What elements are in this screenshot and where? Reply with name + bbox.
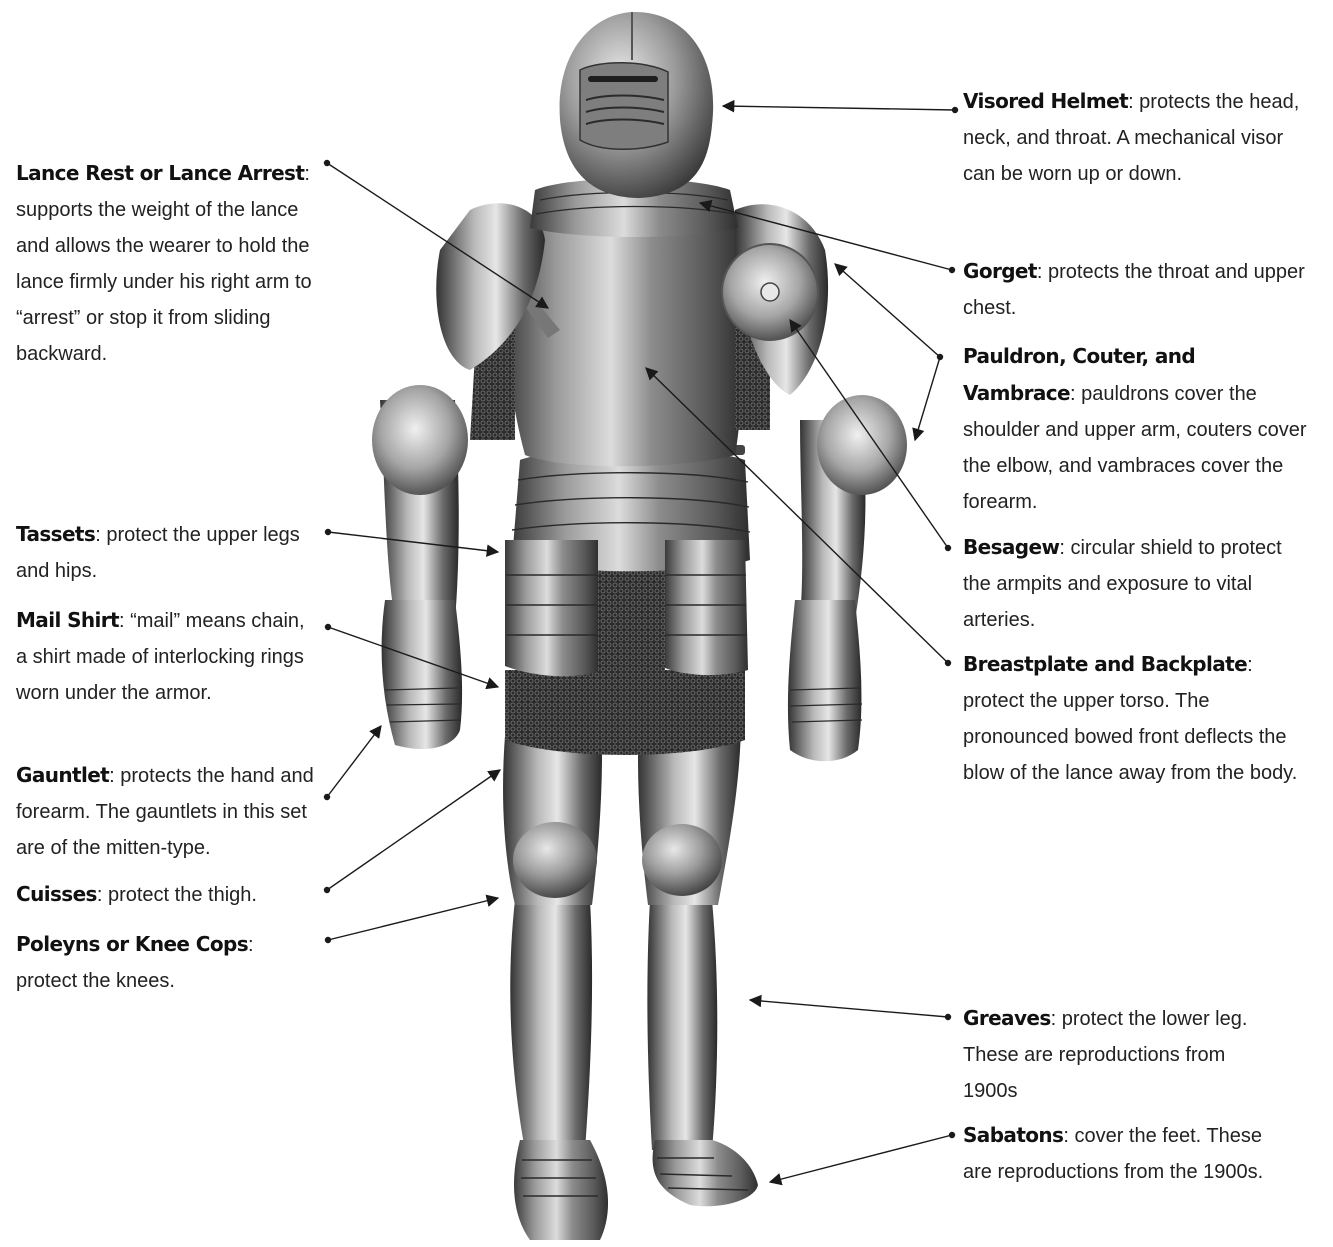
leader-vambrace [915, 357, 940, 440]
label-mail-shirt: Mail Shirt: “mail” means chain, a shirt … [16, 602, 316, 711]
label-term: Tassets [16, 522, 95, 546]
leader-helmet [723, 106, 955, 110]
label-term: Breastplate and Backplate [963, 652, 1247, 676]
leader-sabatons [770, 1135, 952, 1182]
label-term: Sabatons [963, 1123, 1063, 1147]
left-couter [372, 385, 468, 495]
right-greave [647, 900, 717, 1150]
label-term: Gauntlet [16, 763, 109, 787]
left-greave [510, 900, 592, 1150]
label-term: Poleyns or Knee Cops [16, 932, 248, 956]
label-gauntlet: Gauntlet: protects the hand and forearm.… [16, 757, 328, 866]
label-cuisses: Cuisses: protect the thigh. [16, 876, 316, 913]
label-tassets: Tassets: protect the upper legs and hips… [16, 516, 316, 589]
label-term: Mail Shirt [16, 608, 119, 632]
label-term: Cuisses [16, 882, 97, 906]
label-breastplate: Breastplate and Backplate: protect the u… [963, 646, 1313, 791]
label-besagew: Besagew: circular shield to protect the … [963, 529, 1308, 638]
label-term: Lance Rest or Lance Arrest [16, 161, 304, 185]
right-gauntlet [788, 600, 862, 761]
leader-pauldron [835, 264, 940, 357]
label-lance-rest: Lance Rest or Lance Arrest: supports the… [16, 155, 316, 372]
leader-gauntlet [327, 726, 381, 797]
label-term: Besagew [963, 535, 1059, 559]
label-gorget: Gorget: protects the throat and upper ch… [963, 253, 1308, 326]
label-term: Visored Helmet [963, 89, 1128, 113]
leader-cuisses [327, 770, 500, 890]
label-desc: : supports the weight of the lance and a… [16, 163, 312, 365]
left-gauntlet [382, 600, 462, 749]
left-sabaton [514, 1140, 608, 1240]
left-poleyn [513, 822, 597, 898]
label-sabatons: Sabatons: cover the feet. These are repr… [963, 1117, 1273, 1190]
label-term: Gorget [963, 259, 1037, 283]
left-tasset [505, 540, 598, 676]
leader-poleyns [328, 898, 498, 940]
label-pauldron: Pauldron, Couter, and Vambrace: pauldron… [963, 338, 1308, 520]
label-poleyns: Poleyns or Knee Cops: protect the knees. [16, 926, 316, 999]
right-sabaton [653, 1140, 758, 1206]
right-poleyn [642, 824, 722, 896]
label-desc: : protect the thigh. [97, 884, 257, 906]
label-visored-helmet: Visored Helmet: protects the head, neck,… [963, 83, 1308, 192]
right-couter [817, 395, 907, 495]
leader-greaves [750, 1000, 948, 1017]
label-term: Greaves [963, 1006, 1051, 1030]
label-greaves: Greaves: protect the lower leg. These ar… [963, 1000, 1263, 1109]
right-tasset [665, 540, 748, 675]
helmet-visor [580, 63, 668, 150]
